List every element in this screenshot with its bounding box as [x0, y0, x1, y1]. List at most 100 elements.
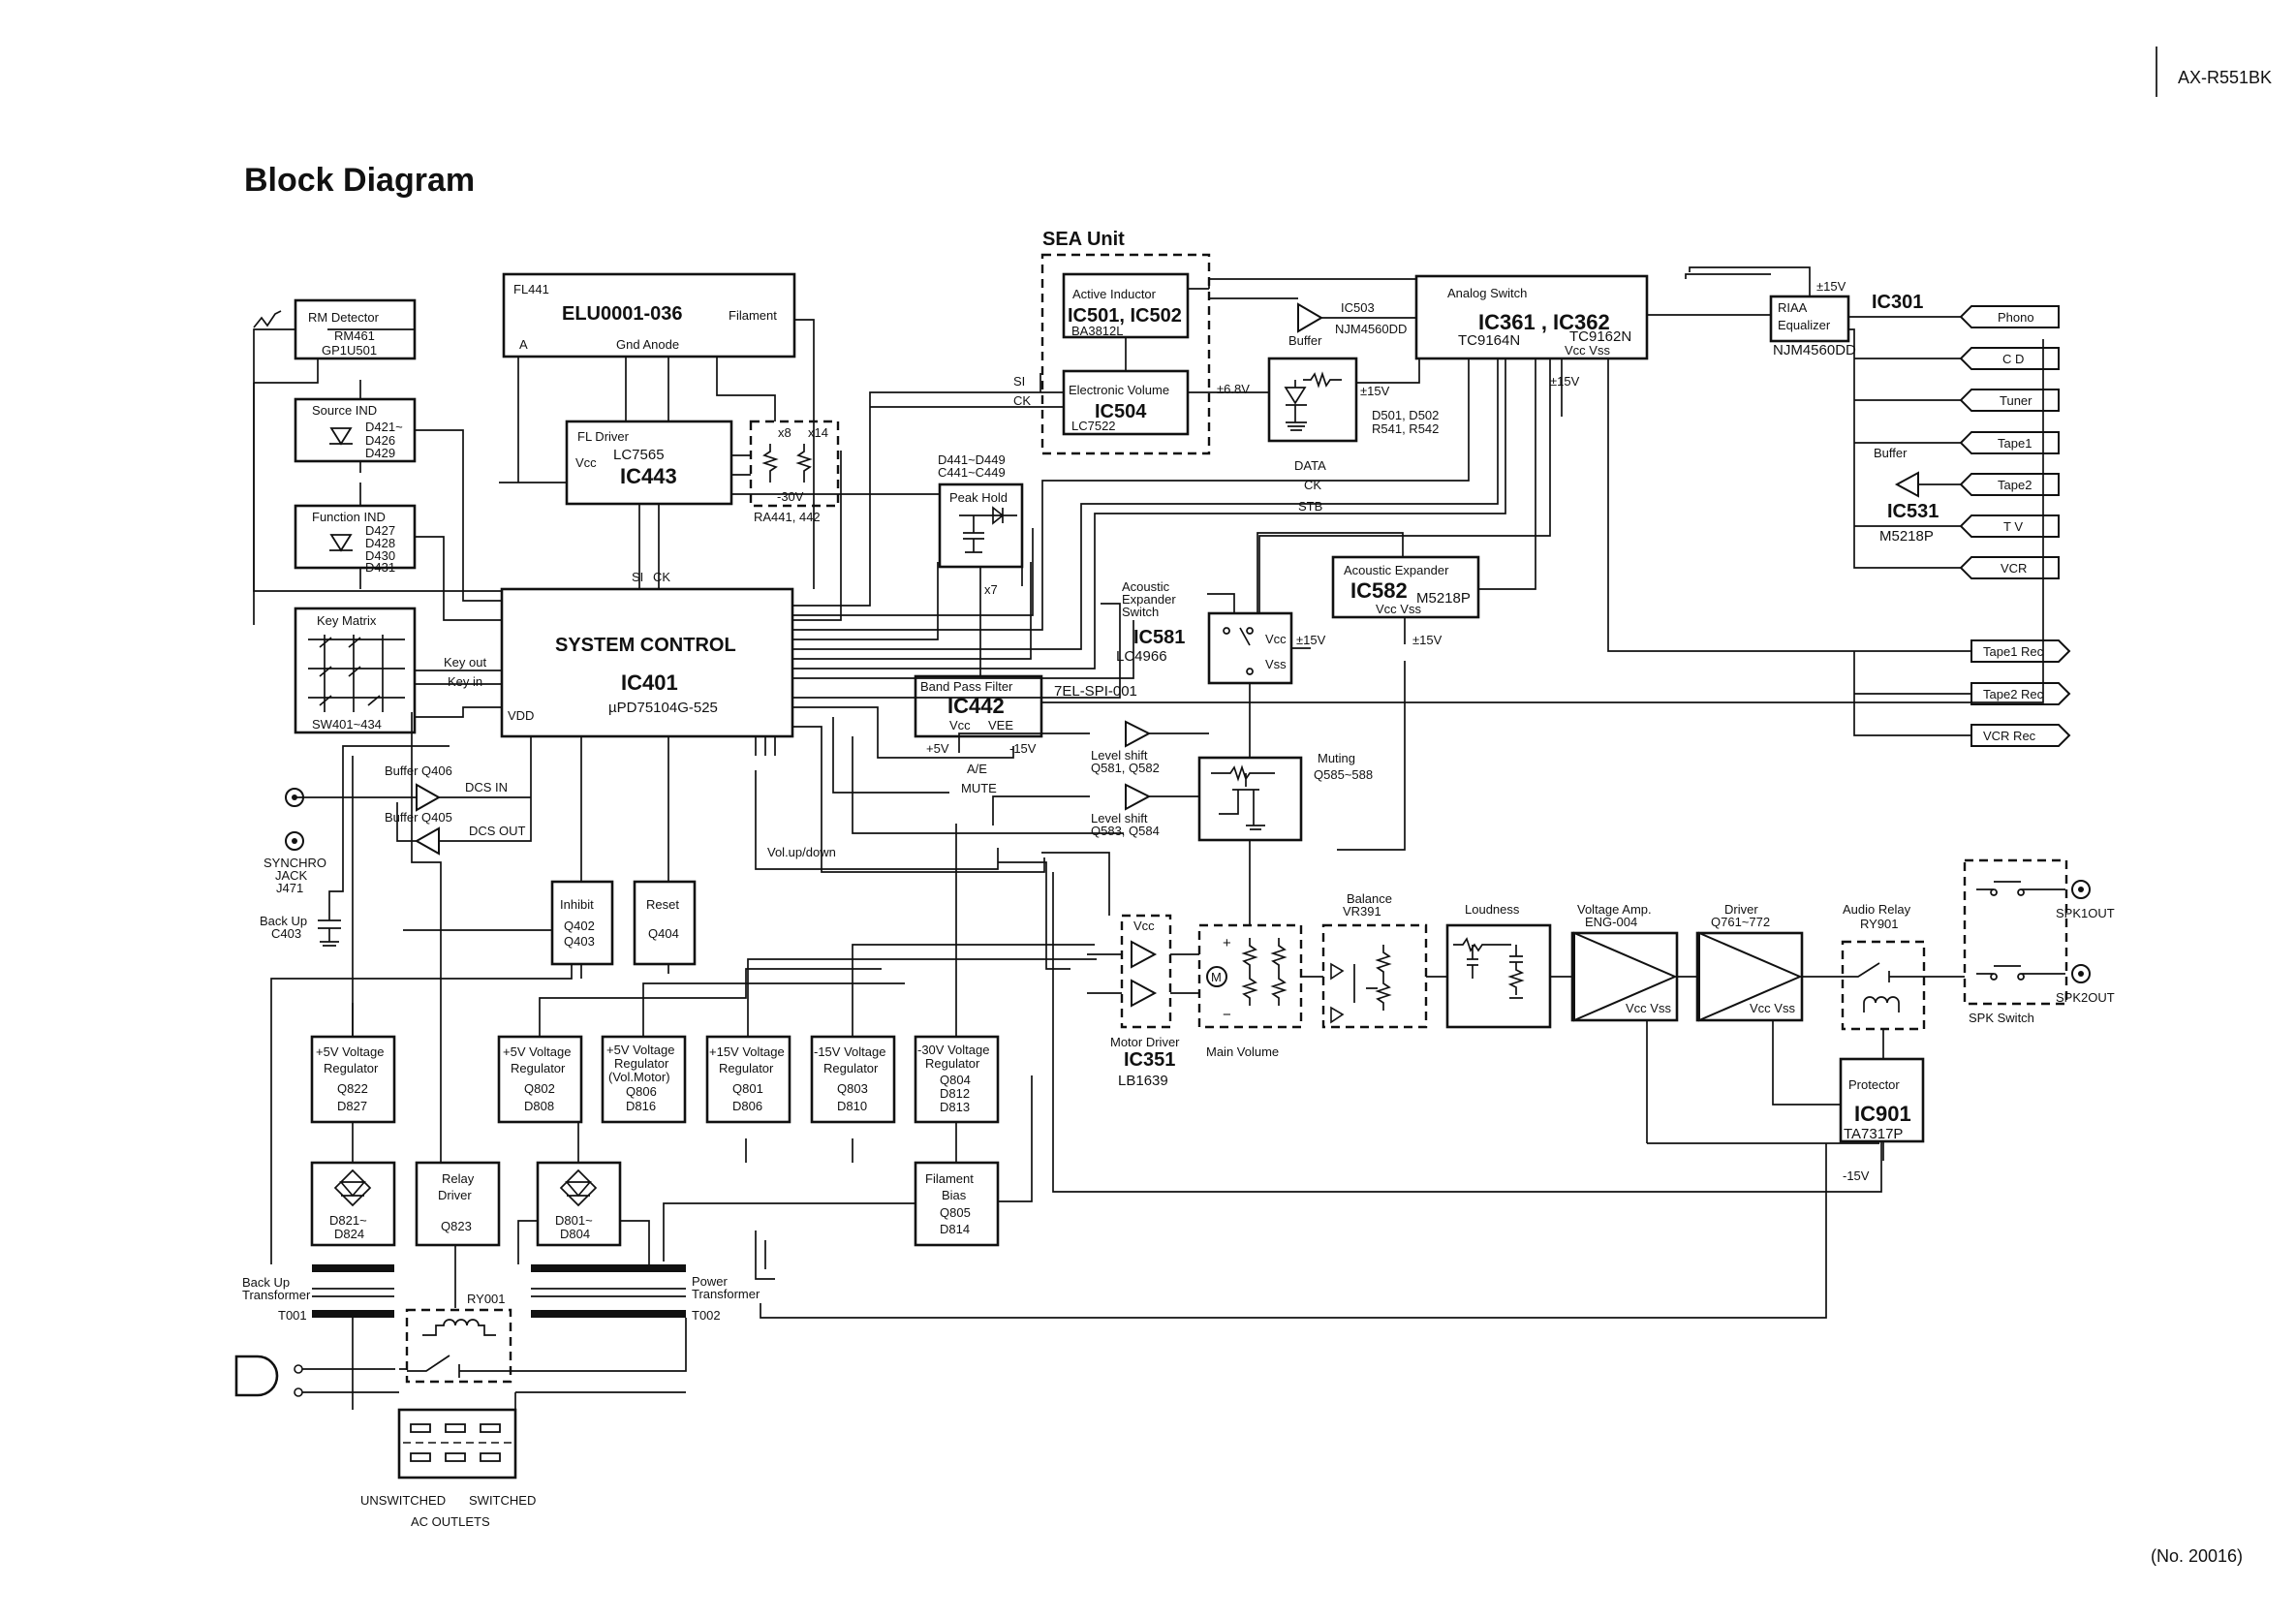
- led-icon: [329, 534, 353, 552]
- reg4-p1: Q801: [732, 1081, 763, 1096]
- sea-ev-part: LC7522: [1071, 419, 1116, 433]
- regulator-5: -15V Voltage Regulator Q803 D810: [810, 1035, 896, 1124]
- ae-ic: IC581: [1133, 627, 1185, 648]
- backup-l2: C403: [271, 926, 301, 941]
- sea-ev-title: Electronic Volume: [1069, 383, 1169, 397]
- sea-ai-ic: IC501, IC502: [1068, 305, 1182, 327]
- synchro-section: Buffer Q406 Buffer Q405 SYNCHRO JACK J47…: [260, 763, 452, 947]
- level-shift-2: Level shift Q583, Q584: [1091, 783, 1160, 838]
- acoustic-expander-block: Acoustic Expander IC582 M5218P Vcc Vss ±…: [1331, 555, 1480, 647]
- input-cd-label: C D: [2002, 352, 2024, 366]
- sig-ae: A/E: [967, 762, 987, 776]
- fl-display-block: FL441 ELU0001-036 Filament A Gnd Anode: [502, 272, 796, 358]
- reg2-p2: D808: [524, 1099, 554, 1113]
- speaker-terminal-icon: [2071, 880, 2091, 899]
- remote-signal-icon: [253, 310, 282, 328]
- mv-plus: +: [1223, 935, 1231, 951]
- buffer-triangle-icon: [414, 826, 440, 856]
- bal-title: Balance: [1347, 891, 1392, 906]
- relay-part: RY901: [1860, 917, 1899, 931]
- md-title: Motor Driver: [1110, 1035, 1180, 1049]
- sync-l3: J471: [276, 881, 303, 895]
- protector-block: Protector IC901 TA7317P -15V: [1839, 1057, 1925, 1183]
- asw-p2: TC9162N: [1569, 328, 1631, 345]
- spk-title: SPK Switch: [1969, 1011, 2034, 1025]
- ra-x8: x8: [778, 425, 791, 440]
- km-title: Key Matrix: [317, 613, 377, 628]
- fld-vcc: Vcc: [575, 455, 597, 470]
- sea-title: SEA Unit: [1042, 229, 1125, 250]
- ae-vcc: Vcc: [1265, 632, 1287, 646]
- muting-block: Muting Q585~588: [1197, 751, 1373, 842]
- regulator-2: +5V Voltage Regulator Q802 D808: [497, 1035, 583, 1124]
- function-ind-block: Function IND D427 D428 D430 D431: [294, 504, 417, 575]
- backup-l1: Back Up: [260, 914, 307, 928]
- ra-part: RA441, 442: [754, 510, 821, 524]
- potentiometer-icon: [1241, 938, 1288, 1006]
- fld-si: SI: [632, 570, 643, 584]
- sys-part: µPD75104G-525: [608, 700, 718, 716]
- driver-block: Driver Q761~772 Vcc Vss: [1695, 902, 1804, 1022]
- tr-t002: T002: [692, 1308, 721, 1323]
- reg2-p1: Q802: [524, 1081, 555, 1096]
- rst-title: Reset: [646, 897, 679, 912]
- zener-v15: ±15V: [1360, 384, 1390, 398]
- fil-p1: Q805: [940, 1205, 971, 1220]
- zener-diode-icon: [1284, 380, 1307, 431]
- diode-icon: [959, 506, 1017, 553]
- ph-parts2: C441~C449: [938, 465, 1006, 480]
- ae-part: LC4966: [1116, 648, 1167, 665]
- out-tape1-label: Tape1 Rec: [1983, 644, 2044, 659]
- ls2-parts: Q583, Q584: [1091, 824, 1160, 838]
- buf503-label: IC503: [1341, 300, 1375, 315]
- bus-stb: STB: [1298, 499, 1322, 514]
- rectifier-2: D801~ D804: [536, 1161, 622, 1247]
- ae-title1: Acoustic: [1122, 579, 1170, 594]
- bpf-part: 7EL-SPI-001: [1054, 683, 1137, 700]
- reg4-t2: Regulator: [719, 1061, 774, 1075]
- fl-part: ELU0001-036: [562, 303, 683, 325]
- transformers: Back Up Transformer T001 Power Transform…: [242, 1264, 760, 1384]
- sync-l2: JACK: [275, 868, 308, 883]
- input-tuner: Tuner: [1959, 389, 2060, 412]
- asw-title: Analog Switch: [1447, 286, 1527, 300]
- reg1-p1: Q822: [337, 1081, 368, 1096]
- regulator-3: +5V Voltage Regulator (Vol.Motor) Q806 D…: [601, 1035, 687, 1124]
- buf-b405: Buffer Q405: [385, 810, 452, 825]
- audio-relay-block: Audio Relay RY901: [1841, 902, 1926, 1031]
- input-tuner-label: Tuner: [2000, 393, 2032, 408]
- rect1-p2: D824: [334, 1227, 364, 1241]
- asw-p1: TC9164N: [1458, 332, 1520, 349]
- regulator-4: +15V Voltage Regulator Q801 D806: [705, 1035, 791, 1124]
- input-tv-label: T V: [2003, 519, 2023, 534]
- sync-l1: SYNCHRO: [264, 856, 326, 870]
- ac-title: AC OUTLETS: [411, 1514, 490, 1529]
- sys-title: SYSTEM CONTROL: [555, 635, 736, 656]
- bpf-title: Band Pass Filter: [920, 679, 1013, 694]
- reg6-p3: D813: [940, 1100, 970, 1114]
- reg1-t2: Regulator: [324, 1061, 379, 1075]
- capacitor-icon: [318, 911, 341, 947]
- buf503-part: NJM4560DD: [1335, 322, 1407, 336]
- reg5-p2: D810: [837, 1099, 867, 1113]
- reg6-t1: -30V Voltage: [917, 1043, 989, 1057]
- mv-m: M: [1211, 970, 1222, 984]
- reg2-t2: Regulator: [511, 1061, 566, 1075]
- ph-x7: x7: [984, 582, 998, 597]
- buffer-triangle-icon: [416, 783, 442, 812]
- src-l3: D429: [365, 446, 395, 460]
- aex-v15: ±15V: [1412, 633, 1443, 647]
- led-icon: [329, 427, 353, 446]
- reg5-t1: -15V Voltage: [814, 1044, 885, 1059]
- buffer-triangle-icon: [1894, 471, 1919, 498]
- km-key-out: Key out: [444, 655, 486, 670]
- ac-unsw: UNSWITCHED: [360, 1493, 446, 1508]
- rdrv-t1: Relay: [442, 1171, 475, 1186]
- relay-switch-icon: [1843, 962, 1924, 982]
- sea-ai-part: BA3812L: [1071, 324, 1124, 338]
- sea-unit: SEA Unit Active Inductor IC501, IC502 BA…: [1013, 229, 1211, 455]
- riaa-v15: ±15V: [1816, 279, 1846, 294]
- ra-x14: x14: [808, 425, 828, 440]
- mv-title: Main Volume: [1206, 1044, 1279, 1059]
- loudness-block: Loudness: [1445, 902, 1552, 1029]
